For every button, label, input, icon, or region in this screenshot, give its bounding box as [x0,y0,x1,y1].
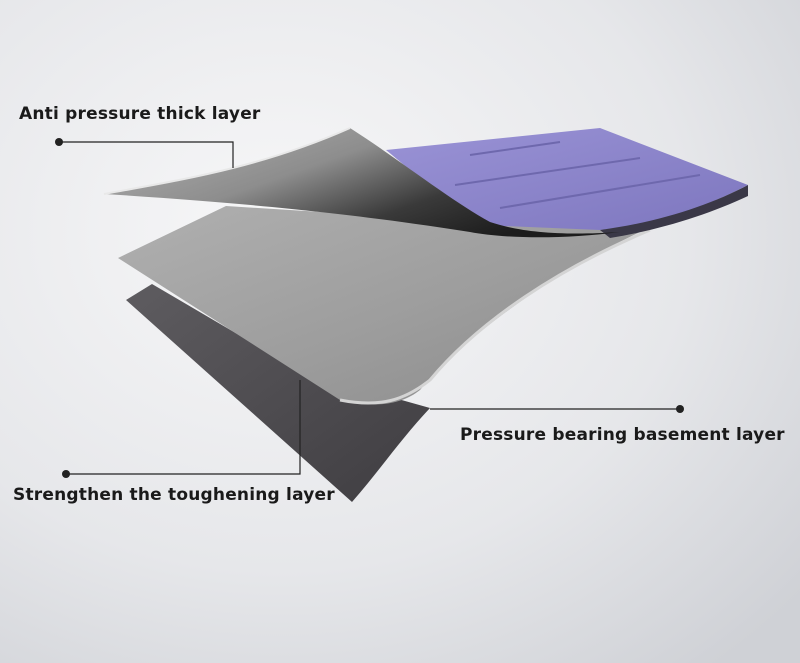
label-anti-pressure-layer: Anti pressure thick layer [19,104,261,124]
label-pressure-bearing-layer: Pressure bearing basement layer [460,425,785,445]
label-toughening-layer: Strengthen the toughening layer [13,485,335,505]
